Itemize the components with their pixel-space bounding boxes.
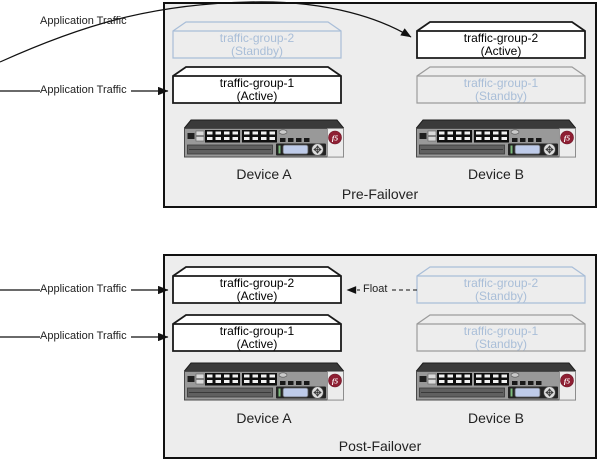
post-device-b-appliance [416,362,576,404]
application-traffic-label-4: Application Traffic [40,330,127,342]
traffic-group-name: traffic-group-2 [463,30,539,45]
pre-device-b-traffic-group-2: traffic-group-2 (Active) [416,21,586,59]
3d-box-shape [416,266,586,304]
traffic-group-name: traffic-group-2 [219,275,295,290]
post-device-b-traffic-group-2: traffic-group-2 (Standby) [416,266,586,304]
3d-box-shape [172,314,342,352]
traffic-group-label: traffic-group-1 (Standby) [416,324,586,351]
pre-device-b-label: Device B [467,166,525,182]
traffic-group-label: traffic-group-2 (Active) [172,276,342,303]
traffic-group-name: traffic-group-2 [219,30,295,45]
traffic-group-name: traffic-group-2 [463,275,539,290]
3d-box-shape [172,266,342,304]
traffic-group-label: traffic-group-1 (Standby) [416,76,586,103]
traffic-group-name: traffic-group-1 [219,75,295,90]
3d-box-shape [416,314,586,352]
3d-box-shape [416,21,586,59]
post-device-a-label: Device A [236,410,292,426]
traffic-group-state: (Active) [236,88,278,103]
post-failover-title: Post-Failover [338,438,422,454]
post-device-a-traffic-group-1: traffic-group-1 (Active) [172,314,342,352]
pre-device-a-traffic-group-1: traffic-group-1 (Active) [172,66,342,104]
pre-device-a-appliance [184,119,344,161]
traffic-group-name: traffic-group-1 [463,323,539,338]
pre-device-a-traffic-group-2: traffic-group-2 (Standby) [172,21,342,59]
application-traffic-label-3: Application Traffic [40,283,127,295]
post-device-a-appliance [184,362,344,404]
traffic-group-label: traffic-group-2 (Standby) [416,276,586,303]
traffic-group-label: traffic-group-1 (Active) [172,76,342,103]
pre-device-b-traffic-group-1: traffic-group-1 (Standby) [416,66,586,104]
3d-box-shape [416,66,586,104]
3d-box-shape [172,66,342,104]
traffic-group-name: traffic-group-1 [219,323,295,338]
post-device-b-label: Device B [467,410,525,426]
traffic-group-state: (Standby) [474,288,528,303]
post-device-b-traffic-group-1: traffic-group-1 (Standby) [416,314,586,352]
traffic-group-state: (Active) [480,43,522,58]
application-traffic-label-2: Application Traffic [40,84,127,96]
traffic-group-label: traffic-group-2 (Active) [416,31,586,58]
traffic-group-state: (Active) [236,288,278,303]
float-label: Float [360,283,391,295]
pre-failover-title: Pre-Failover [341,186,419,202]
traffic-group-state: (Active) [236,336,278,351]
traffic-group-state: (Standby) [230,43,284,58]
application-traffic-label-1: Application Traffic [40,15,127,27]
post-device-a-traffic-group-2: traffic-group-2 (Active) [172,266,342,304]
traffic-group-state: (Standby) [474,88,528,103]
pre-device-b-appliance [416,119,576,161]
traffic-group-state: (Standby) [474,336,528,351]
traffic-group-label: traffic-group-2 (Standby) [172,31,342,58]
traffic-group-label: traffic-group-1 (Active) [172,324,342,351]
pre-device-a-label: Device A [236,166,292,182]
traffic-group-name: traffic-group-1 [463,75,539,90]
